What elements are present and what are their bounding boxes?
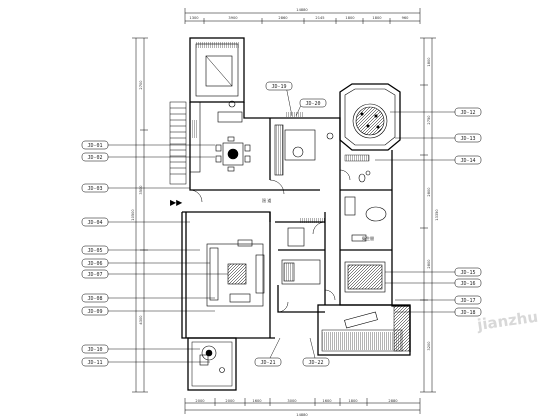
dining-table: [215, 136, 251, 172]
hatched-areas: [192, 42, 411, 352]
top-dim-2: 3900: [228, 16, 238, 20]
tag-labels: JD-01 JD-02 JD-03 JD-04 JD-05 JD-06 JD-0…: [87, 84, 475, 366]
stair-rail: [169, 101, 187, 185]
top-overall-dim: 14880: [296, 8, 308, 12]
tag-right-3: JD-14: [460, 158, 475, 164]
dimension-texts: 14880 1300 3900 2860 2145 1800 1800 960 …: [131, 8, 439, 417]
tag-right-4: JD-15: [460, 270, 475, 276]
tag-boxes: [81, 81, 482, 367]
tag-top-1: JD-19: [271, 84, 286, 90]
round-table: [352, 103, 388, 139]
tag-left-7: JD-07: [87, 272, 102, 278]
tag-left-4: JD-04: [87, 220, 102, 226]
room-label-corridor: 過 道: [262, 197, 271, 203]
right-dim-3: 2800: [427, 187, 431, 197]
bed-2: [344, 261, 386, 293]
tag-left-1: JD-01: [87, 143, 102, 149]
right-dim-1: 1800: [427, 57, 431, 67]
bottom-dim-2: 2000: [225, 399, 235, 403]
tag-left-3: JD-03: [87, 186, 102, 192]
living-sofa-set: [206, 239, 265, 307]
right-overall-dim: 13350: [435, 209, 439, 221]
top-dim-1: 1300: [189, 16, 199, 20]
tag-right-2: JD-13: [460, 136, 475, 142]
left-dim-2: 3500: [139, 185, 143, 195]
entrance-arrow: ▶▶: [170, 198, 183, 207]
bottom-dim-5: 1600: [322, 399, 332, 403]
tag-bottom-1: JD-21: [260, 360, 275, 366]
bottom-dim-4: 3000: [287, 399, 297, 403]
tag-top-2: JD-20: [305, 101, 320, 107]
left-overall-dim: 10500: [131, 209, 135, 221]
bottom-dim-7: 2880: [388, 399, 398, 403]
top-dim-5: 1800: [345, 16, 355, 20]
bottom-dim-1: 2000: [195, 399, 205, 403]
tag-left-9: JD-09: [87, 309, 102, 315]
tag-right-6: JD-17: [460, 298, 475, 304]
left-dim-3: 4300: [139, 315, 143, 325]
tag-left-10: JD-10: [87, 347, 102, 353]
top-dim-6: 1800: [372, 16, 382, 20]
balcony-chair: [199, 345, 217, 366]
tag-right-1: JD-12: [460, 110, 475, 116]
bottom-dim-6: 1800: [348, 399, 358, 403]
tag-right-5: JD-16: [460, 281, 475, 287]
right-dim-5: 3200: [427, 341, 431, 351]
room-label-bath: 衛生間: [362, 235, 374, 241]
tag-left-5: JD-05: [87, 248, 102, 254]
furniture: [189, 100, 388, 373]
dimension-lines: [132, 8, 436, 414]
top-dim-3: 2860: [278, 16, 288, 20]
right-dim-4: 2800: [427, 259, 431, 269]
tag-left-6: JD-06: [87, 261, 102, 267]
bottom-dim-3: 1600: [252, 399, 262, 403]
top-dim-7: 960: [402, 16, 410, 20]
tag-left-8: JD-08: [87, 296, 102, 302]
watermark-text: jianzhu: [475, 308, 539, 334]
tag-right-7: JD-18: [460, 310, 475, 316]
tag-bottom-2: JD-22: [308, 360, 323, 366]
right-dim-2: 2750: [427, 115, 431, 125]
top-dim-4: 2145: [315, 16, 324, 20]
tag-left-2: JD-02: [87, 155, 102, 161]
tag-left-11: JD-11: [87, 360, 102, 366]
bottom-overall-dim: 14880: [296, 413, 308, 417]
left-dim-1: 2700: [139, 80, 143, 90]
doors: [189, 169, 351, 313]
tag-leaders: [108, 85, 455, 363]
bed-1: [281, 259, 321, 285]
